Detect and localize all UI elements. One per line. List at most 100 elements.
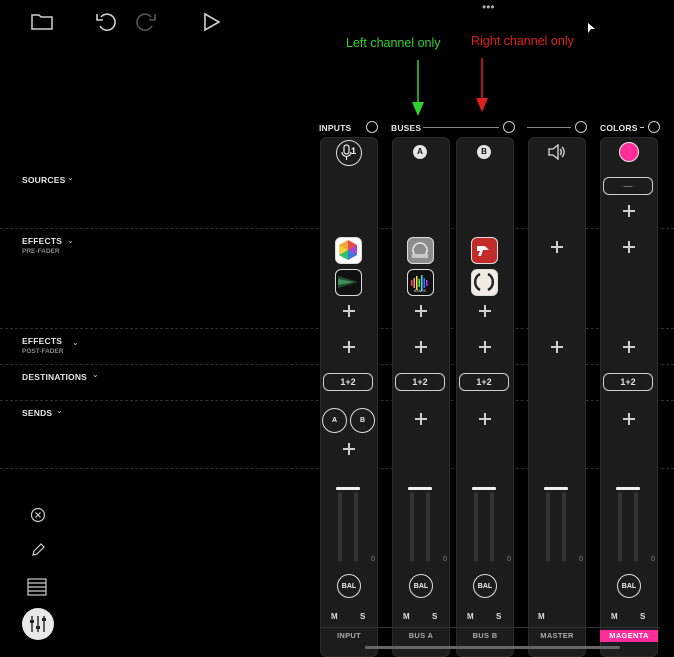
bus-b-add-post-effect[interactable] <box>479 341 491 353</box>
magenta-channel-name[interactable]: MAGENTA <box>600 630 658 642</box>
magenta-meter <box>634 492 638 562</box>
magenta-meter-zero: 0 <box>651 556 655 563</box>
clear-button[interactable] <box>30 507 46 528</box>
magenta-add-post-effect[interactable] <box>623 341 635 353</box>
destinations-chevron-icon[interactable]: ⌄ <box>92 370 99 379</box>
input-mute-button[interactable]: M <box>331 612 338 621</box>
master-mute-button[interactable]: M <box>538 612 545 621</box>
channel-strip-bus-a <box>392 137 450 657</box>
magenta-add-send[interactable] <box>623 413 635 425</box>
bus-a-fx-bands[interactable]: BANDS <box>407 269 434 296</box>
input-number-badge: 1 <box>351 146 357 156</box>
bus-a-solo-button[interactable]: S <box>432 612 438 621</box>
wave-icon <box>338 276 358 288</box>
inputs-settings-icon[interactable] <box>366 121 378 133</box>
undo-button[interactable] <box>95 11 117 38</box>
inputs-header: INPUTS <box>319 123 352 133</box>
red-arrow <box>476 58 488 112</box>
bus-b-add-pre-effect[interactable] <box>479 305 491 317</box>
input-fader[interactable] <box>336 487 360 490</box>
bus-b-balance-knob[interactable]: BAL <box>473 574 497 598</box>
bands-label: BANDS <box>414 289 427 293</box>
green-arrow <box>412 60 424 116</box>
edit-button[interactable] <box>30 542 46 563</box>
magenta-add-pre-effect[interactable] <box>623 241 635 253</box>
magenta-mute-button[interactable]: M <box>611 612 618 621</box>
bus-a-fader-track <box>410 492 414 562</box>
magenta-destination[interactable]: 1+2 <box>603 373 653 391</box>
input-add-pre-effect[interactable] <box>343 305 355 317</box>
magenta-solo-button[interactable]: S <box>640 612 646 621</box>
master-add-pre-effect[interactable] <box>551 241 563 253</box>
magenta-source-slot[interactable]: — <box>603 177 653 195</box>
input-destination[interactable]: 1+2 <box>323 373 373 391</box>
magenta-balance-knob[interactable]: BAL <box>617 574 641 598</box>
buses-settings-icon[interactable] <box>503 121 515 133</box>
effects-post-label: EFFECTS <box>22 336 63 346</box>
bus-b-fx-ring[interactable] <box>471 269 498 296</box>
mixer-view-button[interactable] <box>22 608 54 640</box>
bus-b-add-send[interactable] <box>479 413 491 425</box>
add-source-button[interactable] <box>623 205 635 217</box>
input-send-b-knob[interactable]: B <box>350 408 375 433</box>
input-fx-hexagon[interactable] <box>335 237 362 264</box>
bus-a-add-post-effect[interactable] <box>415 341 427 353</box>
channel-strip-input <box>320 137 378 657</box>
cursor-icon <box>588 22 596 40</box>
bus-b-badge[interactable]: B <box>477 145 491 159</box>
bus-a-meter-zero: 0 <box>443 556 447 563</box>
play-button[interactable] <box>203 12 221 37</box>
magenta-fader-track <box>618 492 622 562</box>
effects-pre-chevron-icon[interactable]: ⌄ <box>67 236 74 245</box>
list-view-button[interactable] <box>27 578 47 601</box>
bus-a-destination[interactable]: 1+2 <box>395 373 445 391</box>
bus-a-balance-knob[interactable]: BAL <box>409 574 433 598</box>
input-fx-wave[interactable] <box>335 269 362 296</box>
sources-chevron-icon[interactable]: ⌄ <box>67 173 74 182</box>
bus-a-mute-button[interactable]: M <box>403 612 410 621</box>
pencil-icon <box>32 543 45 556</box>
input-solo-button[interactable]: S <box>360 612 366 621</box>
horizontal-scrollbar[interactable] <box>365 646 620 649</box>
master-channel-name[interactable]: MASTER <box>540 631 574 640</box>
master-fader[interactable] <box>544 487 568 490</box>
effects-post-chevron-icon[interactable]: ⌄ <box>72 338 79 347</box>
hexagon-icon <box>339 240 357 260</box>
bus-a-fader[interactable] <box>408 487 432 490</box>
bus-a-add-send[interactable] <box>415 413 427 425</box>
more-menu[interactable]: ••• <box>482 0 495 14</box>
master-speaker-button[interactable] <box>547 143 567 165</box>
microphone-icon <box>341 144 352 160</box>
master-divider <box>527 127 571 128</box>
bus-b-channel-name[interactable]: BUS B <box>472 631 498 640</box>
colors-settings-icon[interactable] <box>648 121 660 133</box>
magenta-color-swatch[interactable] <box>619 142 639 162</box>
bus-b-fader[interactable] <box>472 487 496 490</box>
redo-button[interactable] <box>135 11 157 38</box>
input-meter <box>354 492 358 562</box>
post-fader-label: POST-FADER <box>22 348 64 355</box>
effects-pre-label: EFFECTS <box>22 236 63 246</box>
bus-a-fx-circle[interactable] <box>407 237 434 264</box>
input-send-a-knob[interactable]: A <box>322 408 347 433</box>
bus-a-badge[interactable]: A <box>413 145 427 159</box>
master-add-post-effect[interactable] <box>551 341 563 353</box>
bus-a-add-pre-effect[interactable] <box>415 305 427 317</box>
input-add-post-effect[interactable] <box>343 341 355 353</box>
right-channel-annotation: Right channel only <box>471 34 574 48</box>
destinations-label: DESTINATIONS <box>22 372 88 382</box>
input-add-send[interactable] <box>343 443 355 455</box>
bus-b-destination[interactable]: 1+2 <box>459 373 509 391</box>
bus-b-fx-red[interactable] <box>471 237 498 264</box>
bus-b-mute-button[interactable]: M <box>467 612 474 621</box>
sends-chevron-icon[interactable]: ⌄ <box>56 406 63 415</box>
bus-a-channel-name[interactable]: BUS A <box>408 631 434 640</box>
channel-strip-bus-b <box>456 137 514 657</box>
bus-b-solo-button[interactable]: S <box>496 612 502 621</box>
input-channel-name[interactable]: INPUT <box>337 631 361 640</box>
input-balance-knob[interactable]: BAL <box>337 574 361 598</box>
input-mic-button[interactable] <box>336 140 362 166</box>
folder-button[interactable] <box>31 12 53 35</box>
magenta-fader[interactable] <box>616 487 640 490</box>
master-settings-icon[interactable] <box>575 121 587 133</box>
